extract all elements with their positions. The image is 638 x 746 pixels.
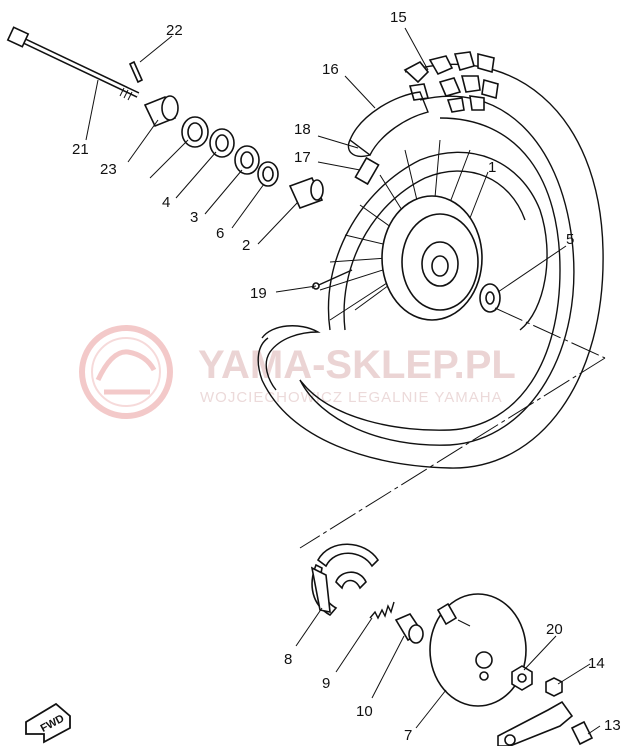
inner-tube: [347, 91, 429, 186]
callout-5: 5: [566, 231, 574, 248]
oil-seal-6: [257, 161, 279, 187]
callout-7: 7: [404, 727, 412, 744]
callout-15: 16: [322, 61, 339, 78]
hub: [381, 195, 483, 321]
callout-21: 22: [166, 22, 183, 39]
callout-labels: 22 21 23 4 3 6 2 15 16 18 17 1 5 19 8 9 …: [72, 9, 621, 744]
collar-5: [479, 283, 501, 313]
oil-seal-23: [181, 116, 209, 148]
spring-9: [369, 601, 395, 620]
tire-tread: [403, 51, 499, 113]
bearing-4: [209, 128, 235, 158]
leader-lines: [85, 27, 601, 735]
tire: [257, 51, 604, 469]
nut-20: [511, 665, 533, 691]
callout-10: 10: [356, 703, 373, 720]
callout-9: 9: [322, 675, 330, 692]
callout-12: 13: [604, 717, 621, 734]
callout-8: 8: [284, 651, 292, 668]
bolt-12: [570, 720, 594, 746]
callout-13: 14: [588, 655, 605, 672]
callout-6: 6: [216, 225, 224, 242]
cotter-pin-21: [128, 60, 144, 84]
callout-17: 18: [294, 121, 311, 138]
callout-16: 17: [294, 149, 311, 166]
callout-14: 15: [390, 9, 407, 26]
callout-2: 2: [242, 237, 250, 254]
cam-lever: [497, 700, 574, 746]
camshaft-10: [394, 613, 424, 644]
callout-1: 1: [488, 159, 496, 176]
axle-19: [6, 26, 140, 101]
nut-13: [545, 677, 563, 697]
spacer-2: [288, 176, 324, 210]
assembly-lines: [299, 307, 606, 549]
watermark: YAMA-SKLEP.PL WOJCIECHOWICZ LEGALNIE YAM…: [79, 325, 516, 419]
callout-19: 21: [72, 141, 89, 158]
watermark-title: YAMA-SKLEP.PL: [198, 343, 516, 387]
collar-22: [143, 95, 179, 128]
callout-3: 3: [190, 209, 198, 226]
callout-20: 20: [546, 621, 563, 638]
yamaha-logo-icon: [79, 325, 173, 419]
brake-plate-7: [429, 593, 527, 707]
callout-18: 19: [250, 285, 267, 302]
rim: [327, 151, 548, 331]
callout-4: 4: [162, 194, 170, 211]
callout-22: 23: [100, 161, 117, 178]
bearing-3: [234, 145, 260, 175]
forward-arrow-icon: FWD: [25, 702, 71, 744]
watermark-subtitle: WOJCIECHOWICZ LEGALNIE YAMAHA: [200, 389, 503, 406]
brake-shoe-8: [310, 543, 380, 617]
